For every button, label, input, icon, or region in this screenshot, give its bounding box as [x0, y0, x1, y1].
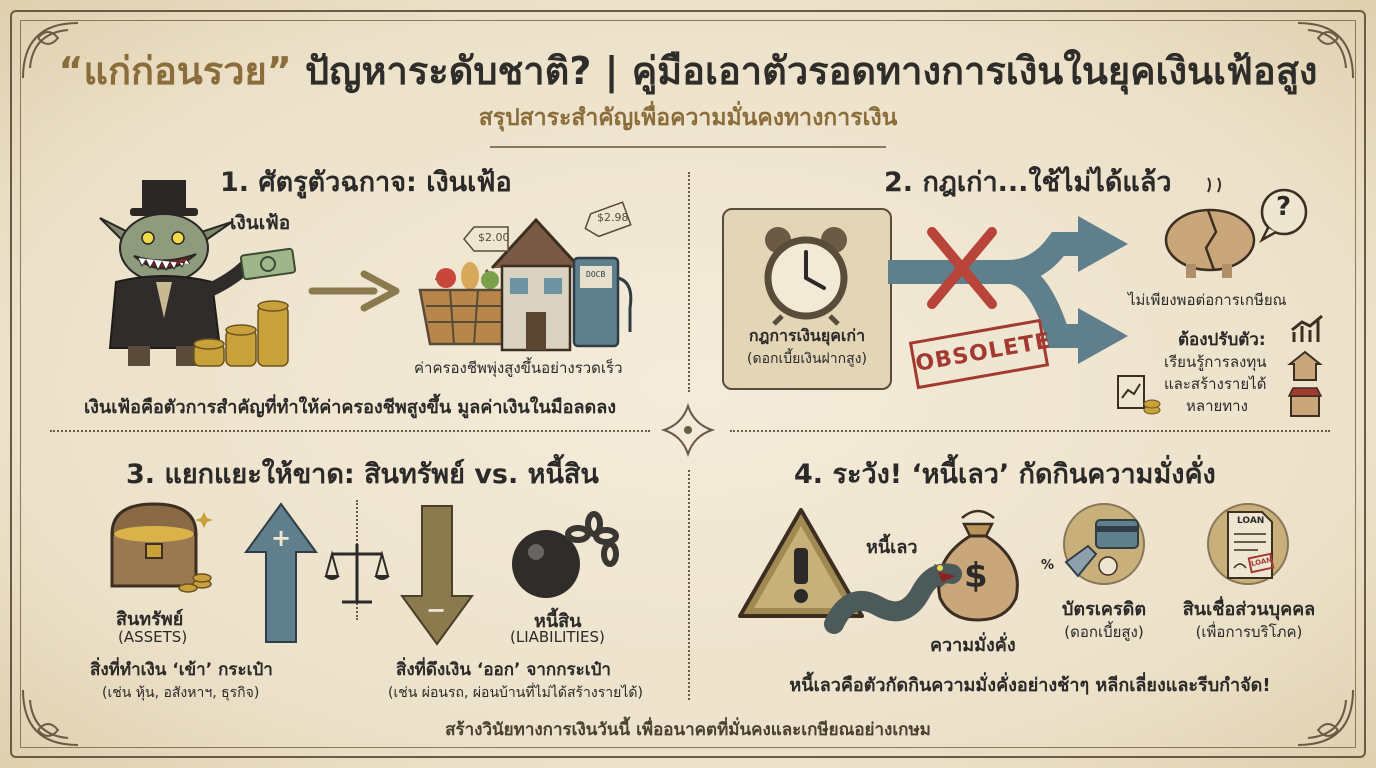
section4-heading: 4. ระวัง! ‘หนี้เลว’ กัดกินความมั่งคั่ง — [794, 459, 1216, 490]
assets-label: สินทรัพย์ — [116, 609, 184, 630]
section1-summary: เงินเฟ้อคือตัวการสำคัญที่ทำให้ค่าครองชีพ… — [83, 397, 617, 418]
not-enough-label: ไม่เพียงพอต่อการเกษียณ — [1128, 291, 1287, 309]
monster-label: เงินเฟ้อ — [230, 212, 291, 234]
title-rest: ปัญหาระดับชาติ? | คู่มือเอาตัวรอดทางการเ… — [291, 49, 1318, 93]
goods-caption: ค่าครองชีพพุ่งสูงขึ้นอย่างรวดเร็ว — [414, 359, 623, 377]
liabilities-examples: (เช่น ผ่อนรถ, ผ่อนบ้านที่ไม่ได้สร้างรายไ… — [388, 685, 643, 701]
corner-ornament-icon — [1297, 689, 1354, 746]
adapt-line2: และสร้างรายได้ — [1164, 375, 1267, 393]
fork-arrow-icon — [888, 216, 1128, 364]
eel-icon — [824, 563, 962, 634]
divider-vertical-top — [688, 172, 690, 392]
inner-frame — [20, 20, 1356, 748]
house-small-icon — [1287, 350, 1323, 381]
liabilities-desc: สิ่งที่ดึงเงิน ‘ออก’ จากกระเป๋า — [396, 660, 611, 680]
money-icon — [239, 247, 297, 281]
center-flourish-icon — [660, 402, 716, 458]
credit-card-sub: (ดอกเบี้ยสูง) — [1064, 623, 1144, 641]
adapt-title: ต้องปรับตัว: — [1178, 330, 1266, 350]
loan-label: สินเชื่อส่วนบุคคล — [1182, 599, 1316, 620]
portfolio-icon — [1117, 375, 1161, 415]
money-bag-symbol: $ — [964, 556, 988, 596]
title-quote: “แก่ก่อนรวย” — [58, 49, 292, 93]
divider-vertical-bottom — [688, 470, 690, 700]
house-icon — [490, 217, 582, 352]
alarm-clock-icon — [764, 227, 848, 326]
loan-sub: (เพื่อการบริโภค) — [1195, 623, 1303, 641]
outer-frame — [10, 10, 1366, 758]
divider-horizontal-left — [50, 430, 650, 432]
card-percent: % — [1041, 558, 1055, 573]
corner-ornament-icon — [1297, 22, 1354, 79]
price-tag-left: $2.00 — [478, 231, 510, 244]
section1-heading: 1. ศัตรูตัวฉกาจ: เงินเฟ้อ — [220, 167, 512, 198]
section2-heading: 2. กฎเก่า...ใช้ไม่ได้แล้ว — [884, 167, 1172, 198]
section4-summary: หนี้เลวคือตัวกัดกินความมั่งคั่งอย่างช้าๆ… — [789, 675, 1271, 696]
arrow-right-icon — [308, 270, 400, 312]
liabilities-en: (LIABILITIES) — [510, 628, 605, 646]
adapt-line1: เรียนรู้การลงทุน — [1164, 353, 1267, 371]
gas-pump-icon — [572, 256, 633, 348]
coins-icon — [193, 300, 289, 367]
assets-en: (ASSETS) — [118, 628, 188, 646]
warning-icon — [738, 508, 864, 618]
corner-ornament-icon — [22, 689, 79, 746]
section3-heading: 3. แยกแยะให้ขาด: สินทรัพย์ vs. หนี้สิน — [126, 459, 599, 490]
footer-text: สร้างวินัยทางการเงินวันนี้ เพื่ออนาคตที่… — [445, 720, 931, 740]
money-bag-icon — [937, 509, 1019, 622]
eel-label: หนี้เลว — [866, 537, 918, 558]
wealth-label: ความมั่งคั่ง — [930, 635, 1016, 656]
chart-icon — [1291, 314, 1323, 342]
minus-sign: − — [426, 596, 447, 624]
piggy-bank-icon — [1164, 177, 1308, 278]
old-rule-line2: (ดอกเบี้ยเงินฝากสูง) — [747, 351, 867, 367]
liabilities-label: หนี้สิน — [534, 611, 582, 632]
loan-document-icon — [1207, 503, 1289, 585]
shop-icon — [1287, 387, 1323, 417]
arrow-up-icon — [244, 502, 318, 643]
ball-and-chain-icon — [512, 511, 619, 598]
scale-icon — [324, 544, 390, 604]
credit-card-icon — [1063, 503, 1145, 585]
question-mark: ? — [1276, 192, 1292, 222]
arrow-down-icon — [400, 505, 474, 646]
monster-icon — [99, 180, 255, 366]
treasure-chest-icon — [110, 502, 213, 593]
assets-examples: (เช่น หุ้น, อสังหาฯ, ธุรกิจ) — [102, 685, 260, 701]
adapt-line3: หลายทาง — [1186, 397, 1248, 415]
credit-card-label: บัตรเครดิต — [1061, 599, 1147, 620]
old-rule-line1: กฎการเงินยุคเก่า — [748, 326, 866, 345]
assets-desc: สิ่งที่ทำเงิน ‘เข้า’ กระเป๋า — [90, 660, 273, 680]
page-title: “แก่ก่อนรวย” ปัญหาระดับชาติ? | คู่มือเอา… — [0, 40, 1376, 101]
divider-horizontal-right — [730, 430, 1330, 432]
subtitle-rule — [490, 146, 886, 148]
price-tag-icon — [584, 201, 632, 238]
price-tag-icon — [463, 226, 509, 252]
pump-label: DOCB — [586, 270, 606, 279]
price-tag-right: $2.98 — [597, 211, 629, 224]
loan-doc-title: LOAN — [1237, 516, 1265, 526]
page-subtitle: สรุปสาระสำคัญเพื่อความมั่นคงทางการเงิน — [478, 105, 898, 131]
corner-ornament-icon — [22, 22, 79, 79]
plus-sign: + — [271, 524, 292, 552]
